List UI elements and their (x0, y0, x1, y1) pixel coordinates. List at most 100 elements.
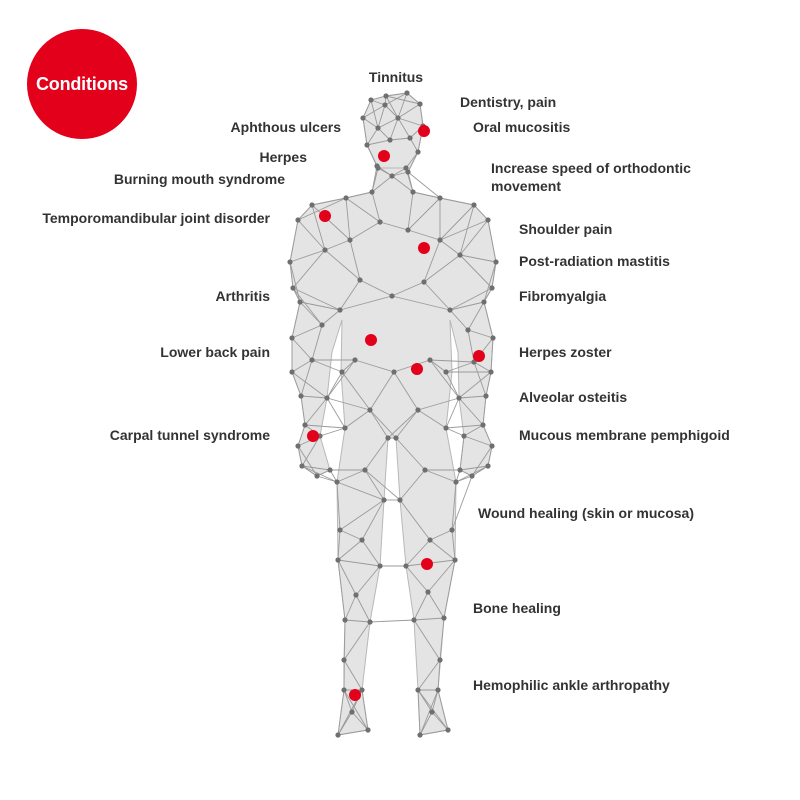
mesh-node (334, 479, 340, 485)
marker-herpes-zoster[interactable] (473, 350, 485, 362)
marker-herpes[interactable] (378, 150, 390, 162)
mesh-node (443, 369, 449, 375)
mesh-node (452, 557, 458, 563)
mesh-edge (291, 371, 302, 397)
marker-tmj[interactable] (319, 210, 331, 222)
label-burning-mouth: Burning mouth syndrome (113, 171, 285, 187)
mesh-node (429, 709, 435, 715)
mesh-edge (371, 175, 393, 193)
mesh-node (289, 369, 295, 375)
mesh-node (457, 467, 463, 473)
mesh-edge (385, 95, 421, 105)
mesh-edge (399, 499, 431, 541)
mesh-edge (458, 397, 484, 426)
mesh-node (457, 252, 463, 258)
mesh-node (417, 732, 423, 738)
mesh-edge (336, 481, 385, 501)
mesh-node (489, 285, 495, 291)
mesh-node (375, 165, 381, 171)
mesh-edge (291, 371, 328, 399)
mesh-edge (291, 337, 313, 361)
mesh-edge (439, 204, 475, 241)
mesh-edge (341, 371, 371, 411)
label-lower-back: Lower back pain (160, 344, 270, 360)
mesh-node (404, 90, 410, 96)
mesh-edge (345, 197, 381, 223)
mesh-edge (384, 104, 399, 119)
mesh-edge (344, 409, 371, 429)
mesh-node (489, 443, 495, 449)
mesh-edge (361, 499, 385, 541)
mesh-edge (393, 371, 419, 411)
mesh-edge (417, 689, 421, 736)
mesh-edge (345, 197, 351, 241)
mesh-edge (423, 239, 441, 283)
mesh-edge (423, 281, 451, 311)
mesh-edge (364, 469, 401, 501)
mesh-edge (473, 204, 489, 221)
mesh-node (337, 307, 343, 313)
mesh-node (341, 657, 347, 663)
mesh-edge (316, 475, 338, 483)
mesh-edge (362, 99, 372, 119)
mesh-node (427, 537, 433, 543)
mesh-node (381, 497, 387, 503)
mesh-node (483, 393, 489, 399)
mesh-edge (326, 359, 356, 399)
mesh-edge (336, 481, 341, 531)
mesh-edge (369, 409, 397, 439)
mesh-node (302, 422, 308, 428)
mesh-node (359, 687, 365, 693)
mesh-edge (289, 249, 326, 263)
mesh-edge (341, 359, 356, 373)
marker-post-radiation[interactable] (418, 242, 430, 254)
mesh-node (365, 727, 371, 733)
mesh-node (385, 435, 391, 441)
mesh-node (389, 293, 395, 299)
marker-oral-mucositis[interactable] (418, 125, 430, 137)
mesh-edge (337, 559, 346, 621)
mesh-edge (371, 167, 379, 193)
marker-lower-back[interactable] (365, 334, 377, 346)
mesh-edge (391, 167, 407, 177)
mesh-edge (366, 127, 379, 146)
mesh-edge (455, 475, 473, 483)
mesh-edge (304, 397, 328, 426)
mesh-node (368, 97, 374, 103)
mesh-edge (405, 539, 431, 567)
mesh-node (364, 142, 370, 148)
marker-alveolar[interactable] (411, 363, 423, 375)
mesh-edge (429, 359, 475, 363)
mesh-node (367, 619, 373, 625)
mesh-edge (429, 529, 453, 541)
mesh-node (295, 217, 301, 223)
mesh-node (443, 425, 449, 431)
mesh-node (342, 425, 348, 431)
mesh-edge (349, 239, 361, 281)
mesh-edge (297, 197, 347, 221)
mesh-node (403, 165, 409, 171)
mesh-node (441, 615, 447, 621)
mesh-edge (344, 594, 357, 621)
mesh-edge (467, 329, 494, 339)
marker-carpal[interactable] (307, 430, 319, 442)
mesh-node (287, 259, 293, 265)
mesh-edge (369, 371, 395, 411)
mesh-edge (483, 287, 493, 303)
mesh-edge (343, 689, 369, 731)
mesh-node (465, 327, 471, 333)
marker-ankle[interactable] (349, 689, 361, 701)
mesh-node (447, 307, 453, 313)
mesh-node (335, 732, 341, 738)
mesh-edge (351, 711, 369, 731)
mesh-edge (473, 361, 492, 373)
mesh-edge (413, 617, 445, 621)
mesh-edge (291, 324, 323, 339)
label-orthodontic: Increase speed of orthodontic movement (491, 160, 691, 194)
marker-wound[interactable] (421, 558, 433, 570)
mesh-node (407, 135, 413, 141)
label-herpes: Herpes (259, 149, 307, 165)
mesh-edge (451, 481, 457, 531)
mesh-edge (445, 371, 460, 399)
mesh-edge (424, 469, 457, 483)
